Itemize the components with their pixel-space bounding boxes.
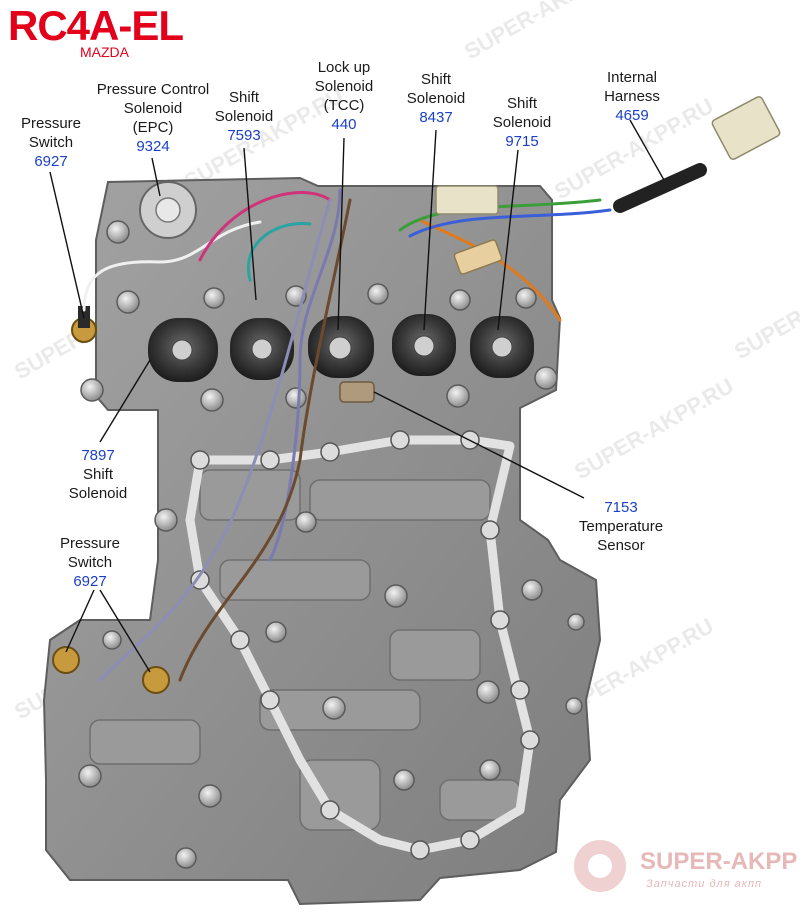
label-line: Shift	[228, 89, 259, 106]
gasket-outline	[185, 435, 535, 855]
label-line: Harness	[604, 88, 660, 105]
label-line: (EPC)	[132, 119, 174, 136]
label-line: Shift	[420, 71, 451, 88]
label-line: Solenoid	[123, 100, 183, 117]
label-temperature-sensor: 7153 Temperature Sensor	[574, 498, 668, 555]
label-line: Pressure	[59, 535, 121, 552]
part-number: 7897	[81, 447, 115, 464]
label-line: Solenoid	[406, 90, 466, 107]
label-line: Internal	[606, 69, 658, 86]
part-number: 6927	[34, 153, 68, 170]
label-line: Temperature	[578, 518, 664, 535]
label-shift-solenoid-8437: Shift Solenoid 8437	[398, 70, 474, 127]
part-number: 7153	[604, 499, 638, 516]
label-line: Switch	[28, 134, 74, 151]
logo-text: SUPER-AKPP	[640, 848, 798, 875]
label-pressure-switch-top: Pressure Switch 6927	[12, 114, 90, 171]
label-shift-solenoid-7593: Shift Solenoid 7593	[206, 88, 282, 145]
gasket-holes	[190, 430, 540, 860]
part-number: 6927	[73, 573, 107, 590]
logo-gear-icon	[574, 840, 626, 892]
label-shift-solenoid-9715: Shift Solenoid 9715	[484, 94, 560, 151]
label-line: Pressure Control	[96, 81, 210, 98]
label-line: Sensor	[597, 537, 645, 554]
part-number: 7593	[227, 127, 261, 144]
part-number: 4659	[615, 107, 649, 124]
label-epc-solenoid: Pressure Control Solenoid (EPC) 9324	[88, 80, 218, 156]
part-number: 9324	[136, 138, 170, 155]
bolts	[78, 220, 585, 869]
label-line: Pressure	[20, 115, 82, 132]
watermark-5: SUPER-AKPP.RU	[570, 373, 738, 484]
label-pressure-switch-bottom: Pressure Switch 6927	[52, 534, 128, 591]
label-line: Lock up	[317, 59, 371, 76]
label-tcc-solenoid: Lock up Solenoid (TCC) 440	[304, 58, 384, 134]
label-line: Solenoid	[492, 114, 552, 131]
part-number: 9715	[505, 133, 539, 150]
label-line: Solenoid	[214, 108, 274, 125]
harness-connector	[435, 96, 781, 275]
label-line: Switch	[67, 554, 113, 571]
solenoid-row	[148, 314, 534, 382]
logo-subtext: Запчасти для акпп	[646, 878, 763, 890]
label-line: Solenoid	[314, 78, 374, 95]
part-number: 8437	[419, 109, 453, 126]
label-shift-solenoid-7897: 7897 Shift Solenoid	[58, 446, 138, 503]
label-line: Solenoid	[68, 485, 128, 502]
label-line: Shift	[506, 95, 537, 112]
part-number: 440	[331, 116, 357, 133]
temperature-sensor-body	[339, 381, 375, 403]
label-internal-harness: Internal Harness 4659	[594, 68, 670, 125]
epc-solenoid	[139, 181, 197, 239]
label-line: Shift	[82, 466, 113, 483]
page-subtitle: MAZDA	[80, 44, 129, 60]
label-line: (TCC)	[323, 97, 365, 114]
pressure-switches	[52, 306, 170, 694]
leader-lines	[49, 119, 665, 673]
page-title: RC4A-EL	[8, 2, 184, 49]
watermark-8: SUPER-AKPP.RU	[730, 253, 800, 364]
watermark-2: SUPER-AKPP.RU	[460, 0, 628, 64]
